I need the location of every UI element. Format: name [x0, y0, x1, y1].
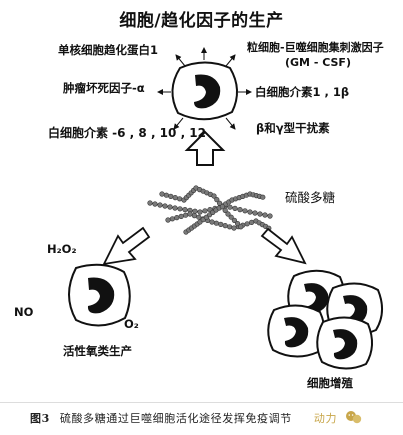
polysaccharide-bead	[196, 214, 202, 220]
polysaccharide-bead	[152, 201, 158, 207]
polysaccharide-bead	[159, 191, 165, 197]
polysaccharide-bead	[168, 193, 174, 199]
polysaccharide-bead	[162, 203, 168, 209]
polysaccharide-bead	[238, 224, 244, 230]
polysaccharide-bead	[252, 210, 258, 216]
polysaccharide-bead	[167, 204, 173, 210]
polysaccharide-bead	[262, 212, 268, 218]
polysaccharide-bead	[231, 225, 237, 231]
polysaccharide-bead	[172, 195, 178, 201]
polysaccharide-bead	[147, 200, 153, 206]
polysaccharide-bead	[177, 196, 183, 202]
polysaccharide-bead	[267, 213, 273, 219]
polysaccharide-bead	[247, 209, 253, 215]
ros-pathway-arrow	[102, 226, 151, 266]
diagram-title: 细胞/趋化因子的生产	[119, 11, 284, 31]
sulfated-polysaccharide-chain	[147, 185, 273, 235]
polysaccharide-bead	[228, 214, 234, 220]
label-cell-proliferation: 细胞增殖	[307, 376, 353, 390]
polysaccharide-bead	[213, 220, 219, 226]
polysaccharide-bead	[222, 207, 228, 213]
polysaccharide-bead	[178, 213, 184, 219]
watermark-brand: 动力	[313, 412, 338, 425]
ros-producing-macrophage	[68, 263, 131, 327]
polysaccharide-bead	[218, 221, 224, 227]
activation-up-arrow	[184, 130, 226, 166]
polysaccharide-bead	[182, 207, 188, 213]
polysaccharide-bead	[225, 211, 231, 217]
polysaccharide-bead	[227, 204, 233, 210]
polysaccharide-bead	[192, 208, 198, 214]
polysaccharide-bead	[257, 211, 263, 217]
label-gmcsf-abbr: (GM - CSF)	[285, 56, 351, 69]
polysaccharide-bead	[244, 221, 250, 227]
polysaccharide-bead	[237, 207, 243, 213]
label-ros-production: 活性氧类生产	[63, 344, 132, 358]
label-gmcsf: 粒细胞-巨噬细胞集刺激因子	[247, 41, 384, 54]
figure-number: 图3	[30, 412, 50, 425]
label-il-6-8-10-12: 白细胞介素 -6 , 8 , 10 , 12	[48, 126, 206, 140]
wechat-logo-icon	[346, 411, 362, 424]
polysaccharide-bead	[260, 194, 266, 200]
polysaccharide-bead	[174, 215, 180, 221]
polysaccharide-bead	[209, 219, 215, 225]
polysaccharide-bead	[249, 219, 255, 225]
polysaccharide-bead	[169, 216, 175, 222]
polysaccharide-bead	[191, 213, 197, 219]
label-sulfated-polysaccharide: 硫酸多糖	[285, 190, 336, 205]
polysaccharide-bead	[214, 197, 220, 203]
polysaccharide-bead	[211, 193, 217, 199]
polysaccharide-bead	[242, 208, 248, 214]
label-h2o2: H₂O₂	[47, 242, 77, 256]
polysaccharide-bead	[163, 192, 169, 198]
activated-macrophage-cell	[171, 61, 238, 121]
label-interferons: β和γ型干扰素	[256, 121, 330, 135]
polysaccharide-bead	[219, 204, 225, 210]
secretion-arrows	[157, 47, 252, 130]
polysaccharide-bead	[187, 211, 193, 217]
polysaccharide-bead	[172, 205, 178, 211]
label-o2: O₂	[124, 317, 139, 331]
label-no: NO	[14, 305, 34, 319]
polysaccharide-bead	[197, 209, 203, 215]
polysaccharide-bead	[227, 224, 233, 230]
polysaccharide-bead	[217, 200, 223, 206]
polysaccharide-bead	[235, 221, 241, 227]
polysaccharide-bead	[177, 206, 183, 212]
proliferation-pathway-arrow	[260, 227, 307, 265]
polysaccharide-bead	[183, 212, 189, 218]
polysaccharide-bead	[222, 223, 228, 229]
macrophage-nucleus	[194, 74, 221, 109]
label-mcp1: 单核细胞趋化蛋白1	[58, 43, 159, 57]
polysaccharide-bead	[231, 217, 237, 223]
polysaccharide-bead	[202, 208, 208, 214]
polysaccharide-bead	[165, 217, 171, 223]
proliferating-cells-cluster	[267, 269, 383, 370]
polysaccharide-bead	[232, 205, 238, 211]
label-il-1: 白细胞介素1 , 1β	[255, 85, 350, 99]
figure-caption-text: 硫酸多糖通过巨噬细胞活化途径发挥免疫调节	[59, 412, 292, 425]
polysaccharide-bead	[157, 202, 163, 208]
figure-caption: 图3 硫酸多糖通过巨噬细胞活化途径发挥免疫调节 动力	[0, 402, 403, 434]
label-tnf-alpha: 肿瘤坏死因子-α	[63, 81, 145, 95]
